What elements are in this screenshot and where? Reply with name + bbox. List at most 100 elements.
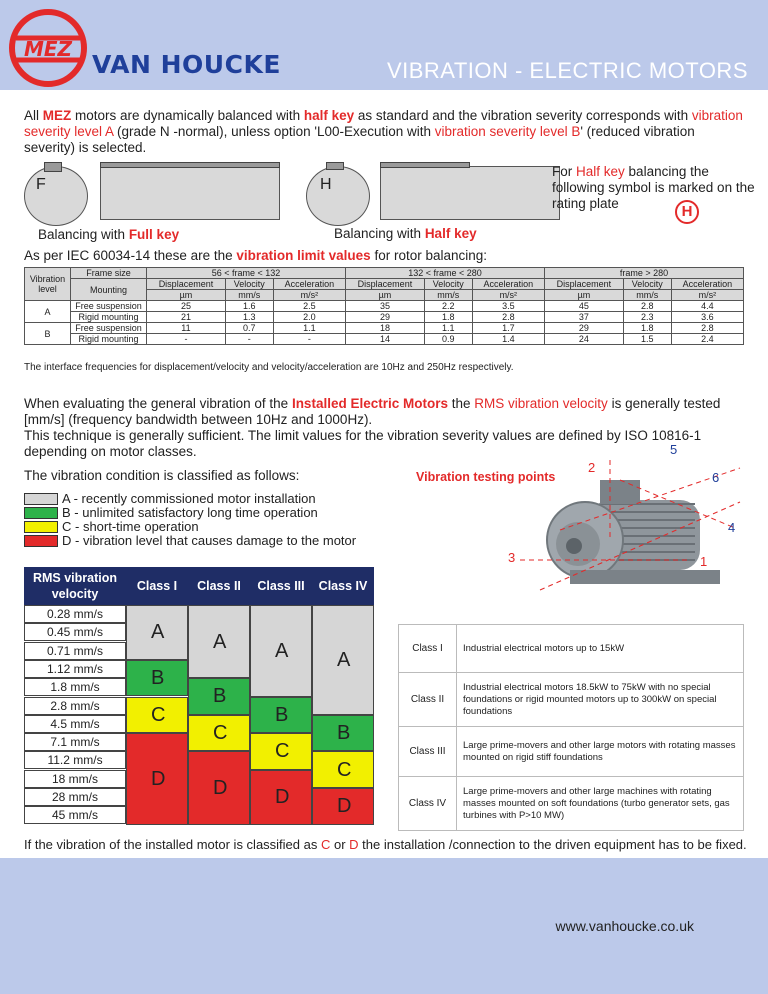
value-cell: 1.3 bbox=[224, 311, 274, 323]
full-key-caption: Balancing with Full key bbox=[38, 227, 180, 242]
value-cell: 1.8 bbox=[423, 311, 473, 323]
mounting-cell: Rigid mounting bbox=[70, 311, 147, 323]
unit-header: mm/s bbox=[423, 289, 473, 301]
value-cell: 1.7 bbox=[471, 322, 545, 334]
zone-letter: A bbox=[337, 648, 351, 671]
value-cell: 2.2 bbox=[423, 300, 473, 312]
class-header: Class III bbox=[250, 567, 312, 605]
zone-letter: B bbox=[213, 685, 227, 708]
testing-points-title: Vibration testing points bbox=[416, 470, 556, 484]
rms-value: 1.12 mm/s bbox=[24, 659, 126, 678]
legend-item: A - recently commissioned motor installa… bbox=[24, 492, 356, 506]
brand-name: VAN HOUCKE bbox=[92, 50, 281, 79]
value-cell: 2.8 bbox=[622, 300, 672, 312]
level-cell: A bbox=[24, 300, 71, 323]
value-cell: 18 bbox=[344, 322, 425, 334]
zone-letter: C bbox=[275, 740, 290, 763]
class-name: Class I bbox=[398, 624, 457, 673]
website-link[interactable]: www.vanhoucke.co.uk bbox=[555, 918, 694, 934]
class-description: Industrial electrical motors up to 15kW bbox=[456, 624, 744, 673]
zone-a: A bbox=[250, 605, 312, 697]
half-key-caption: Balancing with Half key bbox=[334, 226, 477, 241]
unit-header: m/s² bbox=[471, 289, 545, 301]
rms-value: 0.71 mm/s bbox=[24, 641, 126, 660]
zone-letter: D bbox=[275, 786, 290, 809]
legend-swatch bbox=[24, 493, 58, 505]
value-cell: 24 bbox=[543, 333, 624, 345]
class-header: Class I bbox=[126, 567, 188, 605]
svg-text:6: 6 bbox=[712, 470, 719, 485]
value-cell: - bbox=[224, 333, 274, 345]
svg-text:2: 2 bbox=[588, 460, 595, 475]
legend-swatch bbox=[24, 507, 58, 519]
class-name: Class III bbox=[398, 726, 457, 777]
unit-header: m/s² bbox=[670, 289, 745, 301]
svg-text:MEZ: MEZ bbox=[24, 37, 73, 61]
rms-value: 1.8 mm/s bbox=[24, 678, 126, 697]
frame-size-header: Frame size bbox=[70, 267, 147, 279]
value-cell: 2.5 bbox=[272, 300, 346, 312]
class-header: Class IV bbox=[312, 567, 374, 605]
svg-text:3: 3 bbox=[508, 550, 515, 565]
class-description: Large prime-movers and other large machi… bbox=[456, 776, 744, 831]
legend-label: A - recently commissioned motor installa… bbox=[62, 491, 316, 506]
legend-label: C - short-time operation bbox=[62, 519, 199, 534]
unit-header: mm/s bbox=[622, 289, 672, 301]
class-description: Large prime-movers and other large motor… bbox=[456, 726, 744, 777]
zone-letter: C bbox=[213, 722, 228, 745]
page-title: VIBRATION - ELECTRIC MOTORS bbox=[386, 58, 748, 83]
zone-a: A bbox=[312, 605, 374, 715]
zone-letter: A bbox=[213, 630, 227, 653]
class-header: Class II bbox=[188, 567, 250, 605]
zone-letter: B bbox=[337, 722, 351, 745]
zone-letter: D bbox=[213, 776, 228, 799]
value-cell: 29 bbox=[344, 311, 425, 323]
sub-header: Displacement bbox=[344, 278, 425, 290]
zone-letter: C bbox=[337, 758, 352, 781]
zone-b: B bbox=[250, 696, 312, 734]
intro-paragraph: All MEZ motors are dynamically balanced … bbox=[24, 108, 743, 155]
rms-value: 45 mm/s bbox=[24, 806, 126, 825]
group-header: 132 < frame < 280 bbox=[344, 267, 545, 279]
rms-value: 11.2 mm/s bbox=[24, 751, 126, 770]
svg-text:4: 4 bbox=[728, 520, 735, 535]
class-name: Class IV bbox=[398, 776, 457, 831]
vibration-legend: A - recently commissioned motor installa… bbox=[24, 492, 356, 548]
group-header: frame > 280 bbox=[543, 267, 745, 279]
value-cell: 3.5 bbox=[471, 300, 545, 312]
sub-header: Velocity bbox=[423, 278, 473, 290]
mounting-cell: Rigid mounting bbox=[70, 333, 147, 345]
zone-d: D bbox=[312, 788, 374, 825]
value-cell: 21 bbox=[146, 311, 226, 323]
classification-intro: The vibration condition is classified as… bbox=[24, 468, 300, 483]
rms-value: 0.45 mm/s bbox=[24, 623, 126, 642]
class-description: Industrial electrical motors 18.5kW to 7… bbox=[456, 672, 744, 727]
zone-letter: B bbox=[151, 667, 165, 690]
sub-header: Acceleration bbox=[471, 278, 545, 290]
zone-b: B bbox=[188, 678, 250, 715]
rms-value: 28 mm/s bbox=[24, 788, 126, 806]
rms-header: RMS vibration velocity bbox=[24, 567, 126, 605]
zone-d: D bbox=[188, 751, 250, 825]
rms-value: 18 mm/s bbox=[24, 769, 126, 788]
zone-b: B bbox=[312, 714, 374, 752]
legend-item: C - short-time operation bbox=[24, 520, 356, 534]
zone-letter: D bbox=[337, 795, 352, 818]
level-cell: B bbox=[24, 322, 71, 345]
rms-value: 7.1 mm/s bbox=[24, 733, 126, 752]
svg-text:1: 1 bbox=[700, 554, 707, 569]
unit-header: mm/s bbox=[224, 289, 274, 301]
value-cell: 2.8 bbox=[471, 311, 545, 323]
zone-d: D bbox=[250, 769, 312, 825]
value-cell: 45 bbox=[543, 300, 624, 312]
legend-item: D - vibration level that causes damage t… bbox=[24, 534, 356, 548]
unit-header: µm bbox=[344, 289, 425, 301]
zone-d: D bbox=[126, 733, 188, 825]
